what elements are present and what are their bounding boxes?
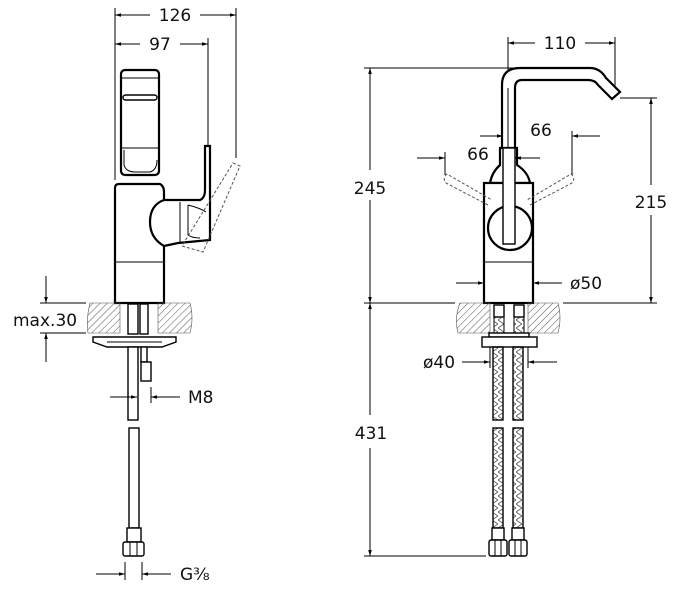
dimension-label: 97: [149, 35, 171, 55]
side-view: 126 97: [13, 6, 241, 585]
dimension-label: ø40: [423, 353, 455, 373]
dimension-label: 66: [530, 121, 552, 141]
lever: [163, 144, 241, 253]
dimension-max-30: max.30: [13, 276, 86, 362]
dimension-126: 126: [114, 6, 237, 180]
dimension-m8: M8: [110, 387, 213, 408]
dimension-diameter-40: ø40: [423, 347, 557, 373]
dimension-label: max.30: [13, 311, 77, 331]
dimension-215: 215: [620, 97, 667, 303]
dimension-label: 431: [355, 424, 387, 444]
faucet-body: [113, 182, 166, 305]
threaded-rod-and-hose: [122, 346, 152, 557]
faucet-body: [482, 146, 535, 305]
dimension-label: G⅜: [180, 565, 210, 585]
dimension-431: 431: [355, 303, 486, 557]
dimension-245: 245: [354, 67, 515, 303]
dimension-97: 97: [115, 35, 209, 145]
dimension-label: 66: [467, 145, 489, 165]
dimension-label: M8: [188, 388, 213, 408]
dimension-label: 215: [635, 193, 667, 213]
dimension-g3-8: G⅜: [96, 562, 210, 585]
flexible-hoses: [488, 346, 528, 557]
dimension-label: 126: [159, 6, 191, 26]
dimension-diameter-50: ø50: [456, 274, 602, 294]
dimension-66-right: 66: [480, 121, 600, 175]
countertop: [364, 302, 657, 348]
front-view: 110 245 215: [354, 34, 667, 557]
mounting-plate: [92, 336, 177, 348]
lever-swing-paths: [443, 173, 575, 206]
dimension-110: 110: [507, 34, 616, 95]
spout-head: [119, 68, 161, 177]
countertop: [87, 302, 193, 335]
dimension-label: 245: [354, 179, 386, 199]
dimension-label: 110: [544, 34, 576, 54]
dimension-label: ø50: [570, 274, 602, 294]
dimension-66-left: 66: [417, 145, 540, 175]
